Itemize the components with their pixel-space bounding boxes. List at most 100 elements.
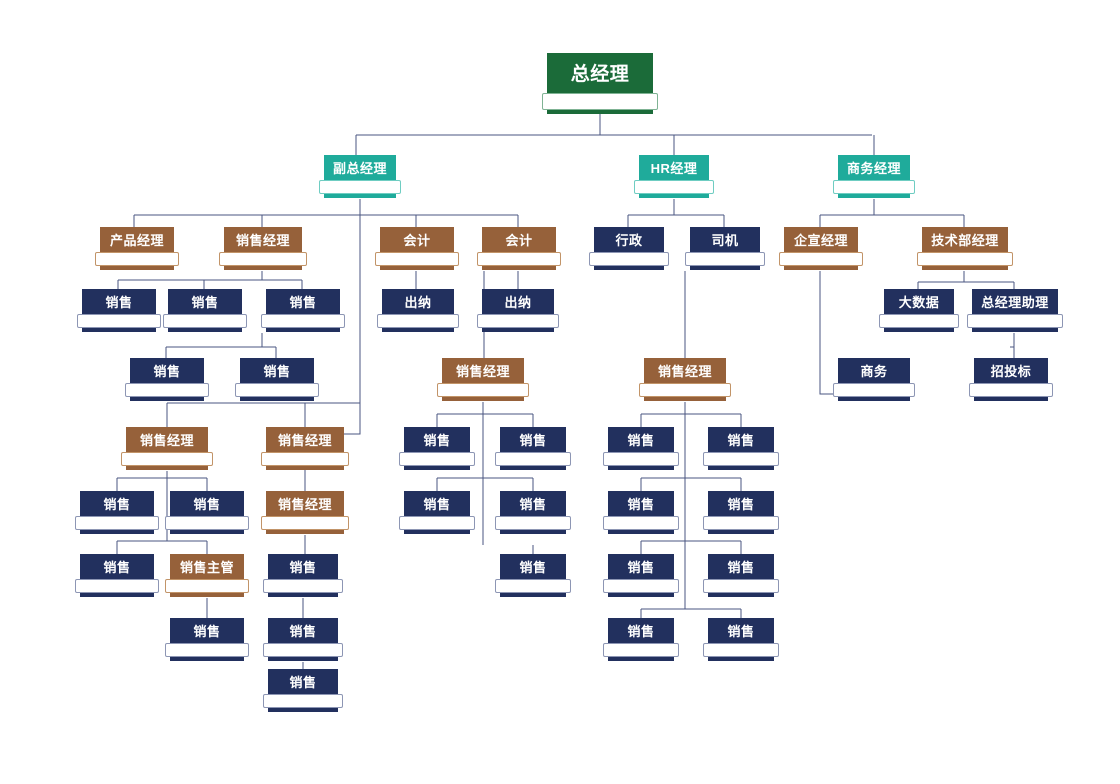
org-node-n44[interactable]: 商务 bbox=[833, 358, 915, 401]
org-node-n40[interactable]: 销售 bbox=[125, 358, 209, 401]
org-node-n82[interactable]: 销售 bbox=[603, 618, 679, 661]
org-node-n21[interactable]: 销售经理 bbox=[219, 227, 307, 270]
node-tray bbox=[833, 383, 915, 397]
org-node-n42[interactable]: 销售经理 bbox=[437, 358, 529, 401]
node-label: 销售 bbox=[708, 427, 774, 454]
node-plinth bbox=[240, 395, 314, 401]
org-node-n65[interactable]: 销售 bbox=[603, 491, 679, 534]
node-tray bbox=[377, 314, 459, 328]
org-node-n31[interactable]: 销售 bbox=[163, 289, 247, 332]
node-tray bbox=[603, 579, 679, 593]
org-node-n23[interactable]: 会计 bbox=[477, 227, 561, 270]
org-node-n11[interactable]: HR经理 bbox=[634, 155, 714, 198]
org-node-n62[interactable]: 销售经理 bbox=[261, 491, 349, 534]
org-node-n41[interactable]: 销售 bbox=[235, 358, 319, 401]
org-node-n55[interactable]: 销售 bbox=[703, 427, 779, 470]
node-tray bbox=[495, 452, 571, 466]
org-node-n32[interactable]: 销售 bbox=[261, 289, 345, 332]
org-node-n36[interactable]: 总经理助理 bbox=[967, 289, 1063, 332]
node-plinth bbox=[100, 264, 174, 270]
node-tray bbox=[165, 516, 249, 530]
node-plinth bbox=[170, 655, 244, 661]
node-label: 销售 bbox=[608, 554, 674, 581]
node-plinth bbox=[268, 655, 338, 661]
node-label: 销售 bbox=[82, 289, 156, 316]
org-node-n52[interactable]: 销售 bbox=[399, 427, 475, 470]
node-plinth bbox=[170, 528, 244, 534]
org-node-n74[interactable]: 销售 bbox=[603, 554, 679, 597]
org-node-n53[interactable]: 销售 bbox=[495, 427, 571, 470]
node-plinth bbox=[382, 326, 454, 332]
node-tray bbox=[125, 383, 209, 397]
org-node-n27[interactable]: 技术部经理 bbox=[917, 227, 1013, 270]
org-node-n24[interactable]: 行政 bbox=[589, 227, 669, 270]
org-node-n54[interactable]: 销售 bbox=[603, 427, 679, 470]
node-label: 销售 bbox=[268, 669, 338, 696]
org-node-n26[interactable]: 企宣经理 bbox=[779, 227, 863, 270]
org-node-n75[interactable]: 销售 bbox=[703, 554, 779, 597]
node-tray bbox=[879, 314, 959, 328]
node-plinth bbox=[268, 706, 338, 712]
node-plinth bbox=[266, 528, 344, 534]
org-node-n22[interactable]: 会计 bbox=[375, 227, 459, 270]
node-label: 会计 bbox=[380, 227, 454, 254]
org-node-n81[interactable]: 销售 bbox=[263, 618, 343, 661]
node-tray bbox=[163, 314, 247, 328]
node-tray bbox=[542, 93, 658, 110]
node-plinth bbox=[268, 591, 338, 597]
node-plinth bbox=[482, 264, 556, 270]
org-node-n20[interactable]: 产品经理 bbox=[95, 227, 179, 270]
node-label: 销售主管 bbox=[170, 554, 244, 581]
node-tray bbox=[437, 383, 529, 397]
org-node-n64[interactable]: 销售 bbox=[495, 491, 571, 534]
node-plinth bbox=[482, 326, 554, 332]
org-node-n71[interactable]: 销售主管 bbox=[165, 554, 249, 597]
org-node-n35[interactable]: 大数据 bbox=[879, 289, 959, 332]
org-node-n73[interactable]: 销售 bbox=[495, 554, 571, 597]
org-node-n66[interactable]: 销售 bbox=[703, 491, 779, 534]
org-node-n63[interactable]: 销售 bbox=[399, 491, 475, 534]
org-node-n34[interactable]: 出纳 bbox=[477, 289, 559, 332]
org-node-n51[interactable]: 销售经理 bbox=[261, 427, 349, 470]
node-tray bbox=[703, 643, 779, 657]
org-node-n83[interactable]: 销售 bbox=[703, 618, 779, 661]
node-tray bbox=[703, 516, 779, 530]
node-plinth bbox=[708, 591, 774, 597]
org-node-n50[interactable]: 销售经理 bbox=[121, 427, 213, 470]
node-label: 销售 bbox=[266, 289, 340, 316]
org-node-n72[interactable]: 销售 bbox=[263, 554, 343, 597]
org-node-n12[interactable]: 商务经理 bbox=[833, 155, 915, 198]
org-node-n60[interactable]: 销售 bbox=[75, 491, 159, 534]
org-node-n90[interactable]: 销售 bbox=[263, 669, 343, 712]
node-label: 销售 bbox=[170, 618, 244, 645]
org-node-n80[interactable]: 销售 bbox=[165, 618, 249, 661]
node-tray bbox=[399, 516, 475, 530]
org-node-n43[interactable]: 销售经理 bbox=[639, 358, 731, 401]
org-node-n25[interactable]: 司机 bbox=[685, 227, 765, 270]
node-tray bbox=[833, 180, 915, 194]
node-tray bbox=[399, 452, 475, 466]
org-node-n70[interactable]: 销售 bbox=[75, 554, 159, 597]
node-label: 销售 bbox=[500, 491, 566, 518]
node-label: 销售 bbox=[168, 289, 242, 316]
node-label: 总经理助理 bbox=[972, 289, 1058, 316]
node-label: 销售 bbox=[268, 618, 338, 645]
org-node-n30[interactable]: 销售 bbox=[77, 289, 161, 332]
node-plinth bbox=[126, 464, 208, 470]
node-plinth bbox=[838, 192, 910, 198]
node-label: 销售 bbox=[608, 618, 674, 645]
org-node-n00[interactable]: 总经理 bbox=[542, 53, 658, 114]
node-tray bbox=[235, 383, 319, 397]
node-tray bbox=[779, 252, 863, 266]
org-node-n33[interactable]: 出纳 bbox=[377, 289, 459, 332]
org-node-n61[interactable]: 销售 bbox=[165, 491, 249, 534]
node-label: 销售经理 bbox=[224, 227, 302, 254]
node-label: 技术部经理 bbox=[922, 227, 1008, 254]
org-node-n45[interactable]: 招投标 bbox=[969, 358, 1053, 401]
node-label: 销售 bbox=[708, 491, 774, 518]
org-node-n10[interactable]: 副总经理 bbox=[319, 155, 401, 198]
node-plinth bbox=[82, 326, 156, 332]
node-plinth bbox=[500, 591, 566, 597]
node-tray bbox=[261, 452, 349, 466]
